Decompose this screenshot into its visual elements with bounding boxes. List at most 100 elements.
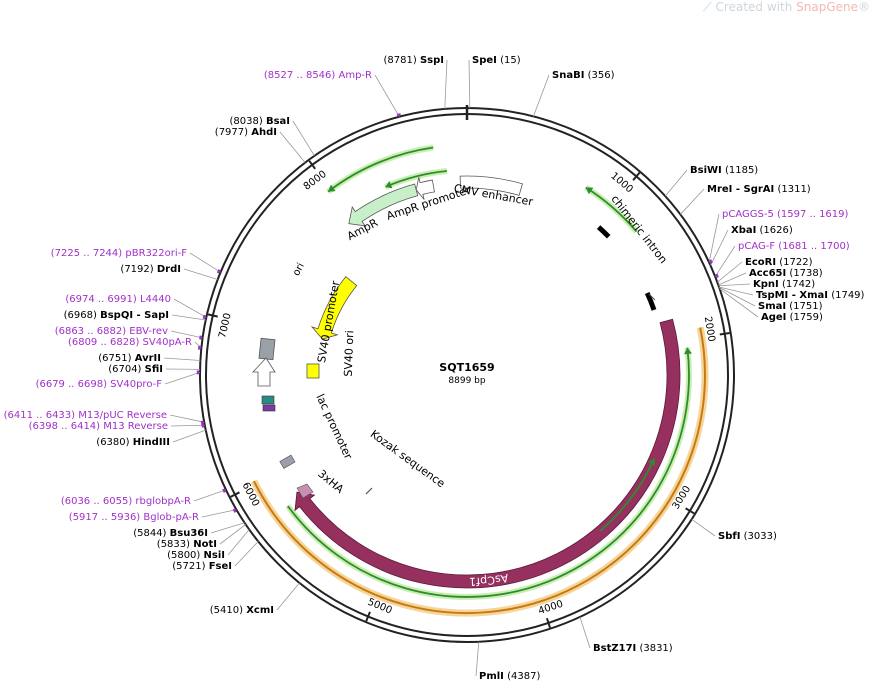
cmv-enhancer-feature[interactable] <box>459 175 523 196</box>
site-position: (5800) <box>167 550 200 561</box>
site-xcmi[interactable]: (5410) XcmI <box>210 605 274 616</box>
site-agei[interactable]: AgeI (1759) <box>761 312 823 323</box>
orf-green-arc-1[interactable] <box>285 347 692 600</box>
ha-tag-box[interactable] <box>296 483 314 499</box>
site-kpni[interactable]: KpnI (1742) <box>753 279 815 290</box>
site-avrii[interactable]: (6751) AvrII <box>98 353 161 364</box>
leader-line <box>219 524 246 545</box>
primer-ampr-primer[interactable]: (8527 .. 8546) Amp-R <box>264 70 372 81</box>
tick-mark <box>545 617 551 629</box>
primer-mark <box>708 259 713 264</box>
site-bsai[interactable]: (8038) BsaI <box>230 116 291 127</box>
primer-label: (6974 .. 6991) L4440 <box>65 294 171 305</box>
site-bstz17i[interactable]: BstZ17I (3831) <box>593 643 673 654</box>
primer-pcaggs5[interactable]: pCAGGS-5 (1597 .. 1619) <box>722 209 849 220</box>
tick-label: 7000 <box>217 312 234 339</box>
ampr-feature[interactable] <box>348 183 419 227</box>
site-label: MreI - SgrAI (1311) <box>707 184 811 195</box>
primer-label: (6863 .. 6882) EBV-rev <box>55 326 168 337</box>
site-position: (1185) <box>725 165 758 176</box>
leader-line <box>719 288 759 318</box>
leader-line <box>172 429 206 443</box>
primer-label: pCAG-F (1681 .. 1700) <box>738 241 850 252</box>
site-pmli[interactable]: PmlI (4387) <box>479 671 540 682</box>
primer-position: (1597 .. 1619) <box>777 209 849 220</box>
leader-line <box>276 582 300 611</box>
site-position: (356) <box>588 70 615 81</box>
orf-green-core <box>599 458 656 532</box>
site-noti[interactable]: (5833) NotI <box>157 539 217 550</box>
site-spei[interactable]: SpeI (15) <box>472 55 521 66</box>
site-xbai[interactable]: XbaI (1626) <box>731 225 793 236</box>
site-nsii[interactable]: (5800) NsiI <box>167 550 225 561</box>
site-position: (1722) <box>779 257 812 268</box>
site-label: (5721) FseI <box>172 561 232 572</box>
leader-line <box>201 509 237 518</box>
site-sfii[interactable]: (6704) SfiI <box>108 364 163 375</box>
primer-name: M13/pUC Reverse <box>78 410 167 421</box>
lac-promoter-box[interactable] <box>279 454 296 469</box>
site-fsei[interactable]: (5721) FseI <box>172 561 232 572</box>
site-label: BstZ17I (3831) <box>593 643 673 654</box>
site-sspi[interactable]: (8781) SspI <box>384 55 445 66</box>
primer-pcagf[interactable]: pCAG-F (1681 .. 1700) <box>738 241 850 252</box>
site-label: (6968) BspQI - SapI <box>64 310 169 321</box>
primer-rbglobpar[interactable]: (6036 .. 6055) rbglobpA-R <box>61 496 191 507</box>
lac-operator-box[interactable] <box>261 395 275 405</box>
plasmid-name: SQT1659 <box>439 361 494 374</box>
primer-pbr322[interactable]: (7225 .. 7244) pBR322ori-F <box>51 248 187 259</box>
orf-arrow-head <box>328 184 336 192</box>
site-sbfi[interactable]: SbfI (3033) <box>718 531 777 542</box>
site-drdi[interactable]: (7192) DrdI <box>120 264 181 275</box>
site-label: (5833) NotI <box>157 539 217 550</box>
orf-green-arc-5[interactable] <box>384 168 448 190</box>
site-label: (7192) DrdI <box>120 264 181 275</box>
primer-position: (6974 .. 6991) <box>65 294 137 305</box>
site-hindiii[interactable]: (6380) HindIII <box>96 437 170 448</box>
site-position: (5410) <box>210 605 243 616</box>
site-label: (7977) AhdI <box>215 127 277 138</box>
tick-mark <box>308 160 317 170</box>
site-snabi[interactable]: SnaBI (356) <box>552 70 615 81</box>
orf-arrow-head <box>684 347 692 355</box>
primer-position: (6809 .. 6828) <box>68 337 140 348</box>
site-label: (8038) BsaI <box>230 116 291 127</box>
primer-sv40par[interactable]: (6809 .. 6828) SV40pA-R <box>68 337 192 348</box>
site-bsu36i[interactable]: (5844) Bsu36I <box>133 528 208 539</box>
ascpf1-label-text: AsCpf1 <box>469 571 509 588</box>
features[interactable]: AsCpf1 <box>250 144 709 617</box>
primer-ebvrev[interactable]: (6863 .. 6882) EBV-rev <box>55 326 168 337</box>
primer-bglobpar[interactable]: (5917 .. 5936) Bglob-pA-R <box>69 512 199 523</box>
site-ahdi[interactable]: (7977) AhdI <box>215 127 277 138</box>
site-label: (5844) Bsu36I <box>133 528 208 539</box>
site-label: SbfI (3033) <box>718 531 777 542</box>
site-bsiwi[interactable]: BsiWI (1185) <box>690 165 758 176</box>
site-acc65i[interactable]: Acc65I (1738) <box>749 268 823 279</box>
primer-m13rev[interactable]: (6398 .. 6414) M13 Reverse <box>29 421 168 432</box>
ori-feature[interactable] <box>310 276 358 340</box>
outer-labels[interactable]: (8781) SspI SpeI (15) SnaBI (356) BsiWI (11… <box>4 55 865 682</box>
watermark-prefix: Created with <box>715 0 797 14</box>
site-tspmi[interactable]: TspMI - XmaI (1749) <box>756 290 865 301</box>
m13-site-box[interactable] <box>262 404 276 412</box>
site-mrei[interactable]: MreI - SgrAI (1311) <box>707 184 811 195</box>
site-smai[interactable]: SmaI (1751) <box>758 301 823 312</box>
chimeric-intron-bar-2[interactable] <box>644 291 657 311</box>
ascpf1-label: AsCpf1 <box>469 571 509 588</box>
sv40-ori-box[interactable] <box>306 363 320 379</box>
primer-name: pCAG-F <box>738 241 775 252</box>
sv40-promoter-box[interactable] <box>258 337 276 361</box>
ascpf1-feature[interactable] <box>294 318 681 589</box>
site-ecori[interactable]: EcoRI (1722) <box>745 257 813 268</box>
sv40-promoter-arrow[interactable] <box>252 357 276 387</box>
site-name: SspI <box>420 55 444 66</box>
leader-line <box>164 372 201 385</box>
primer-l4440[interactable]: (6974 .. 6991) L4440 <box>65 294 171 305</box>
kozak-label: Kozak sequence <box>368 428 448 491</box>
site-bspqi[interactable]: (6968) BspQI - SapI <box>64 310 169 321</box>
ampr-promoter-feature[interactable] <box>415 177 435 200</box>
chimeric-intron-bar-1[interactable] <box>596 225 611 239</box>
primer-m13puc[interactable]: (6411 .. 6433) M13/pUC Reverse <box>4 410 167 421</box>
primer-sv40prof[interactable]: (6679 .. 6698) SV40pro-F <box>36 379 163 390</box>
